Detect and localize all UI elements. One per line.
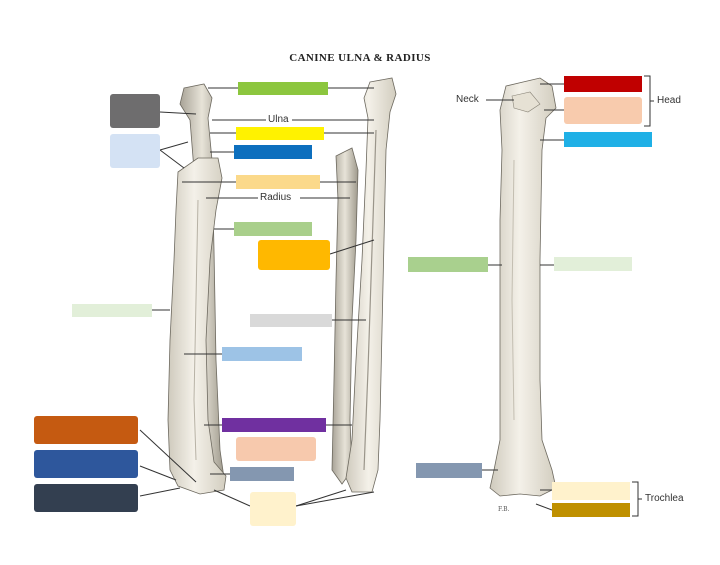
- radius-label: Radius: [258, 192, 294, 204]
- answer-box[interactable]: [258, 240, 330, 270]
- answer-box[interactable]: [34, 450, 138, 478]
- leader-lines: [139, 75, 654, 517]
- answer-box[interactable]: [234, 222, 312, 236]
- answer-box[interactable]: [34, 484, 138, 512]
- artist-initials: F.B.: [498, 506, 510, 513]
- left-ulna-radius: [167, 83, 227, 495]
- trochlea-label: Trochlea: [643, 493, 686, 505]
- head-label: Head: [655, 95, 683, 107]
- answer-box[interactable]: [34, 416, 138, 444]
- answer-box[interactable]: [236, 175, 320, 189]
- right-bone-shape: [489, 77, 557, 497]
- ulna-label: Ulna: [266, 114, 291, 126]
- answer-box[interactable]: [564, 97, 642, 124]
- answer-box[interactable]: [552, 503, 630, 517]
- answer-box[interactable]: [554, 257, 632, 271]
- right-bone: F.B.: [489, 77, 557, 513]
- answer-box[interactable]: [230, 467, 294, 481]
- answer-box[interactable]: [236, 437, 316, 461]
- answer-box[interactable]: [72, 304, 152, 317]
- answer-box[interactable]: [110, 94, 160, 128]
- answer-box[interactable]: [416, 463, 482, 478]
- answer-box[interactable]: [222, 418, 326, 432]
- left-radius-shape: [167, 157, 227, 495]
- answer-box[interactable]: [238, 82, 328, 95]
- answer-box[interactable]: [222, 347, 302, 361]
- answer-box[interactable]: [250, 314, 332, 327]
- answer-box[interactable]: [236, 127, 324, 140]
- neck-label: Neck: [454, 94, 481, 106]
- answer-box[interactable]: [110, 134, 160, 168]
- answer-box[interactable]: [564, 132, 652, 147]
- answer-box[interactable]: [234, 145, 312, 159]
- answer-box[interactable]: [564, 76, 642, 92]
- answer-box[interactable]: [250, 492, 296, 526]
- middle-ulna-radius: [331, 77, 397, 493]
- answer-box[interactable]: [552, 482, 630, 500]
- page-title: CANINE ULNA & RADIUS: [289, 52, 431, 64]
- answer-box[interactable]: [408, 257, 488, 272]
